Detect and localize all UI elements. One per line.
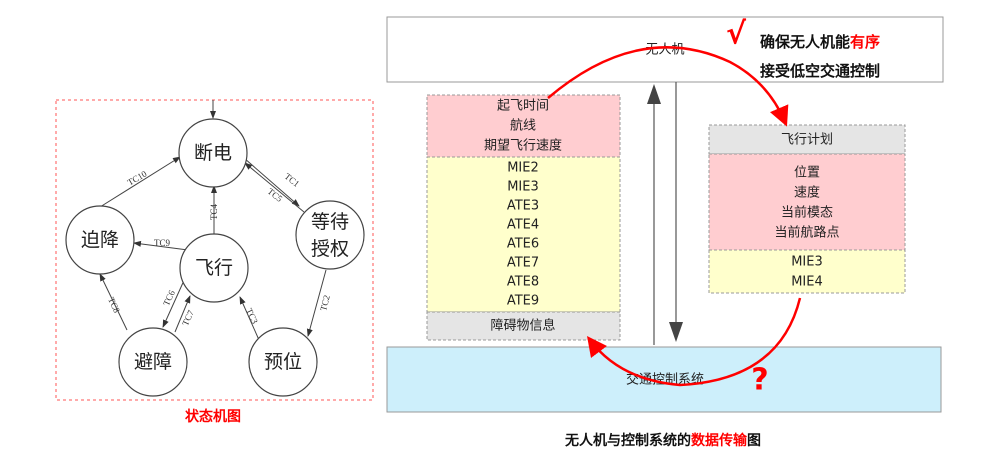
uplink-item: 期望飞行速度 bbox=[484, 138, 562, 154]
up-arrow-icon bbox=[647, 84, 661, 104]
caption-part: 无人机与控制系统的 bbox=[564, 432, 691, 449]
tc-label: TC7 bbox=[180, 308, 196, 327]
tc-label: TC8 bbox=[106, 296, 122, 315]
state-flight bbox=[179, 233, 249, 303]
edge-tc10 bbox=[99, 156, 181, 208]
tc-label: TC5 bbox=[266, 186, 285, 204]
state-label: 避障 bbox=[134, 351, 172, 373]
downlink-item: 位置 bbox=[794, 166, 820, 181]
state-forced-landing bbox=[65, 205, 135, 275]
uplink-item: ATE6 bbox=[507, 237, 539, 252]
downlink-header: 飞行计划 bbox=[781, 133, 833, 148]
tc-label: TC10 bbox=[126, 168, 149, 187]
edge-tc1 bbox=[243, 157, 300, 207]
uplink-yellow-box bbox=[426, 156, 621, 313]
red-arc-bottom bbox=[586, 297, 802, 387]
downlink-item: 当前航路点 bbox=[774, 225, 839, 241]
edge-tc5 bbox=[244, 162, 305, 213]
tc-label: TC1 bbox=[283, 171, 302, 189]
tc-label: TC2 bbox=[318, 294, 332, 312]
state-power-off bbox=[178, 118, 248, 188]
caption-part: 图 bbox=[747, 433, 761, 449]
tc-label: TC6 bbox=[161, 288, 177, 307]
state-label: 迫降 bbox=[81, 229, 119, 251]
state-armed bbox=[248, 327, 318, 397]
state-machine-frame bbox=[55, 99, 374, 401]
edge-tc7 bbox=[174, 295, 191, 333]
uplink-item: MIE2 bbox=[507, 161, 539, 176]
state-label: 授权 bbox=[311, 238, 349, 260]
downlink-item: MIE4 bbox=[791, 275, 823, 290]
state-label: 等待 bbox=[311, 211, 349, 233]
question-mark-icon: ? bbox=[751, 363, 768, 398]
red-arc-top bbox=[547, 46, 789, 127]
note-line1: 确保无人机能有序 bbox=[760, 33, 880, 51]
data-flow-caption: 无人机与控制系统的数据传输图 bbox=[564, 432, 761, 449]
downlink-yellow-box bbox=[708, 249, 906, 294]
uplink-item: ATE9 bbox=[507, 294, 539, 309]
data-flow-diagram: 无人机 √ 确保无人机能有序 接受低空交通控制 交通控制系统 ? 起飞时间 航线… bbox=[386, 16, 944, 449]
check-mark-icon: √ bbox=[726, 17, 747, 52]
state-machine: 断电 迫降 飞行 等待 授权 避障 预位 TC1 TC2 TC3 TC4 TC5… bbox=[55, 99, 374, 425]
note-line2: 接受低空交通控制 bbox=[760, 62, 880, 80]
edge-tc3 bbox=[239, 296, 260, 341]
downlink-pink-box bbox=[708, 153, 906, 251]
caption-part-red: 数据传输 bbox=[691, 432, 748, 449]
edge-tc9 bbox=[133, 240, 189, 251]
note-line1-red: 有序 bbox=[850, 33, 880, 51]
edge-tc6 bbox=[162, 275, 187, 328]
uplink-gray-box bbox=[426, 311, 621, 341]
uplink-item: ATE8 bbox=[507, 275, 539, 290]
downlink-item: 速度 bbox=[794, 185, 820, 201]
state-label: 预位 bbox=[264, 351, 302, 373]
edge-tc8 bbox=[99, 273, 128, 331]
uav-label: 无人机 bbox=[645, 43, 684, 58]
edge-tc2 bbox=[306, 269, 327, 337]
uplink-pink-box bbox=[426, 94, 621, 158]
downlink-item: MIE3 bbox=[791, 255, 823, 270]
downlink-header-box bbox=[708, 124, 906, 155]
uplink-item: 障碍物信息 bbox=[490, 318, 555, 334]
atc-box bbox=[386, 346, 942, 413]
uplink-item: ATE7 bbox=[507, 256, 539, 271]
uplink-item: 航线 bbox=[510, 118, 536, 134]
state-avoid bbox=[118, 327, 188, 397]
note-line1-black: 确保无人机能 bbox=[760, 33, 850, 51]
uplink-item: ATE4 bbox=[507, 218, 539, 233]
state-label: 飞行 bbox=[195, 257, 233, 279]
tc-label: TC4 bbox=[209, 204, 219, 221]
uav-box bbox=[386, 16, 944, 83]
tc-label: TC9 bbox=[154, 238, 171, 248]
state-await-auth bbox=[295, 200, 365, 270]
uplink-item: ATE3 bbox=[507, 199, 539, 214]
uplink-item: MIE3 bbox=[507, 180, 539, 195]
down-arrow-icon bbox=[669, 322, 683, 342]
state-label: 断电 bbox=[194, 142, 232, 164]
tc-label: TC3 bbox=[244, 307, 260, 326]
downlink-item: 当前模态 bbox=[781, 205, 833, 221]
state-machine-caption: 状态机图 bbox=[185, 408, 241, 425]
uplink-item: 起飞时间 bbox=[497, 99, 549, 114]
